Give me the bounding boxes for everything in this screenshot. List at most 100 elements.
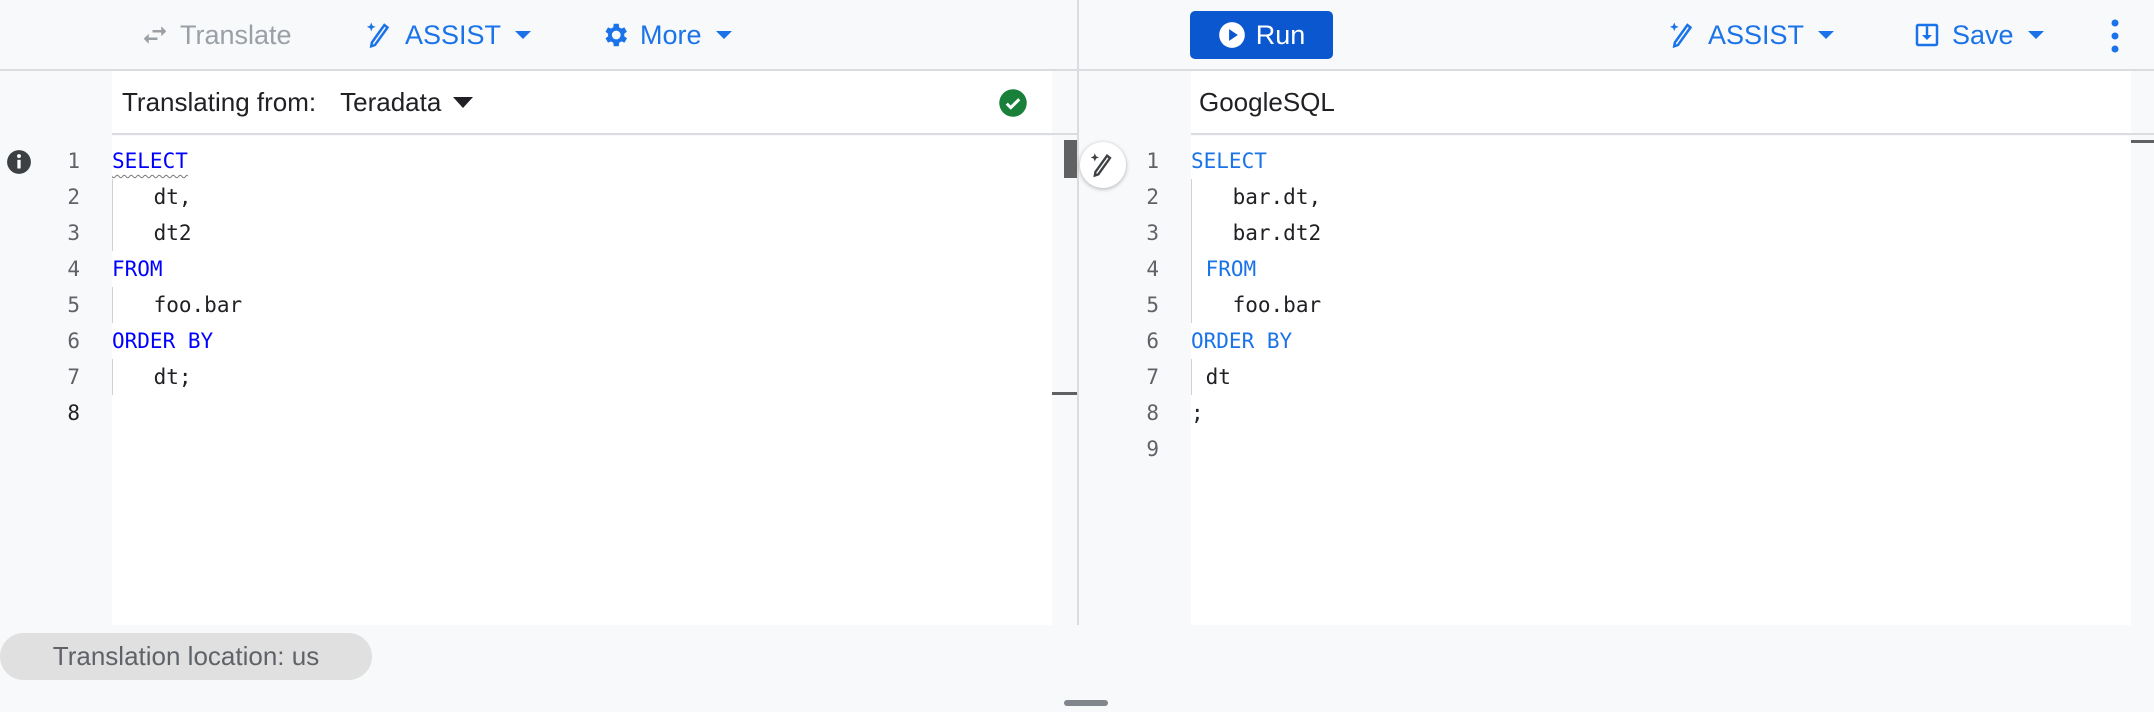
source-editor[interactable] xyxy=(112,136,1052,625)
line-number: 6 xyxy=(1146,329,1159,353)
header-divider xyxy=(1191,133,2154,135)
sql-text: dt; xyxy=(153,365,192,389)
line-number: 8 xyxy=(67,401,80,425)
sql-keyword: ORDER BY xyxy=(112,329,214,353)
translating-from-label: Translating from: xyxy=(122,87,317,117)
resize-handle[interactable] xyxy=(1064,700,1108,706)
translate-button[interactable]: Translate xyxy=(140,0,292,70)
sql-text: dt xyxy=(1205,365,1231,389)
sql-keyword: SELECT xyxy=(1191,149,1267,173)
code-line: bar.dt, xyxy=(1191,179,1321,215)
indent-guide xyxy=(1191,215,1192,251)
line-number: 2 xyxy=(67,185,80,209)
indent-guide xyxy=(1191,287,1192,323)
code-line: dt xyxy=(1191,359,1321,395)
line-number: 3 xyxy=(1146,221,1159,245)
source-header: Translating from: Teradata xyxy=(112,71,1052,134)
code-line: dt2 xyxy=(112,215,242,251)
indent-guide xyxy=(112,359,113,395)
target-header: GoogleSQL xyxy=(1191,71,2131,134)
run-button[interactable]: Run xyxy=(1190,11,1333,59)
sql-text: foo.bar xyxy=(153,293,243,317)
scroll-marker xyxy=(2131,140,2154,143)
indent-guide xyxy=(112,179,113,215)
code-line: foo.bar xyxy=(112,287,242,323)
assist-right-button[interactable]: ASSIST xyxy=(1668,0,1835,70)
save-button[interactable]: Save xyxy=(1912,0,2044,70)
line-number: 7 xyxy=(67,365,80,389)
code-line: ; xyxy=(1191,395,1321,431)
code-line xyxy=(1191,431,1321,467)
assist-left-label: ASSIST xyxy=(405,19,502,50)
chevron-down-icon xyxy=(515,31,532,39)
indent-guide xyxy=(112,215,113,251)
chevron-down-icon xyxy=(2027,31,2044,39)
more-button[interactable]: More xyxy=(600,0,732,70)
assist-gutter-button[interactable] xyxy=(1080,142,1126,188)
indent-guide xyxy=(1191,359,1192,395)
sql-keyword: SELECT xyxy=(112,149,188,173)
magic-pen-icon xyxy=(366,22,390,49)
assist-left-button[interactable]: ASSIST xyxy=(365,0,532,70)
line-number: 5 xyxy=(1146,293,1159,317)
code-line: FROM xyxy=(112,251,242,287)
more-label: More xyxy=(640,19,702,50)
check-circle-icon xyxy=(999,89,1027,117)
play-icon xyxy=(1218,22,1245,48)
sql-text: dt, xyxy=(153,185,192,209)
code-line: dt, xyxy=(112,179,242,215)
target-editor[interactable] xyxy=(1191,136,2131,625)
save-label: Save xyxy=(1952,19,2014,50)
pane-divider[interactable] xyxy=(1077,0,1079,625)
sql-text: dt2 xyxy=(153,221,192,245)
code-line: foo.bar xyxy=(1191,287,1321,323)
translate-label: Translate xyxy=(180,19,292,50)
code-line: SELECT xyxy=(1191,143,1321,179)
scroll-marker xyxy=(1052,392,1077,395)
line-number: 5 xyxy=(67,293,80,317)
source-line-numbers: 1 2 3 4 5 6 7 8 xyxy=(50,143,80,431)
gear-icon xyxy=(605,23,627,47)
line-number: 2 xyxy=(1146,185,1159,209)
info-icon[interactable] xyxy=(6,149,32,175)
run-label: Run xyxy=(1255,19,1306,50)
chevron-down-icon xyxy=(1818,31,1835,39)
source-dialect-value: Teradata xyxy=(340,87,442,117)
scrollbar-thumb[interactable] xyxy=(1064,140,1077,178)
magic-pen-icon xyxy=(1669,22,1693,49)
save-download-icon xyxy=(1915,23,1939,47)
caret-down-icon xyxy=(453,97,474,108)
sql-keyword: FROM xyxy=(112,257,163,281)
header-divider xyxy=(112,133,1077,135)
line-number: 9 xyxy=(1146,437,1159,461)
line-number: 3 xyxy=(67,221,80,245)
translation-location-label: Translation location: us xyxy=(52,641,320,671)
line-number: 4 xyxy=(1146,257,1159,281)
code-line: dt; xyxy=(112,359,242,395)
line-number: 8 xyxy=(1146,401,1159,425)
line-number: 4 xyxy=(67,257,80,281)
source-dialect-select[interactable]: Teradata xyxy=(340,87,474,118)
target-dialect-label: GoogleSQL xyxy=(1199,87,1335,117)
line-number: 6 xyxy=(67,329,80,353)
more-vert-icon xyxy=(2111,19,2119,53)
sql-text: ; xyxy=(1191,401,1204,425)
translation-location-chip[interactable]: Translation location: us xyxy=(0,633,372,680)
sql-keyword: FROM xyxy=(1205,257,1257,281)
line-number: 1 xyxy=(67,149,80,173)
indent-guide xyxy=(1191,179,1192,215)
line-number: 1 xyxy=(1146,149,1159,173)
sql-keyword: ORDER BY xyxy=(1191,329,1293,353)
code-line: bar.dt2 xyxy=(1191,215,1321,251)
code-line xyxy=(112,395,242,431)
assist-right-label: ASSIST xyxy=(1708,19,1805,50)
more-vert-button[interactable] xyxy=(2105,18,2125,54)
code-line: ORDER BY xyxy=(1191,323,1321,359)
code-line: ORDER BY xyxy=(112,323,242,359)
sql-text: foo.bar xyxy=(1232,293,1322,317)
sql-text: bar.dt2 xyxy=(1232,221,1322,245)
indent-guide xyxy=(1191,251,1192,287)
